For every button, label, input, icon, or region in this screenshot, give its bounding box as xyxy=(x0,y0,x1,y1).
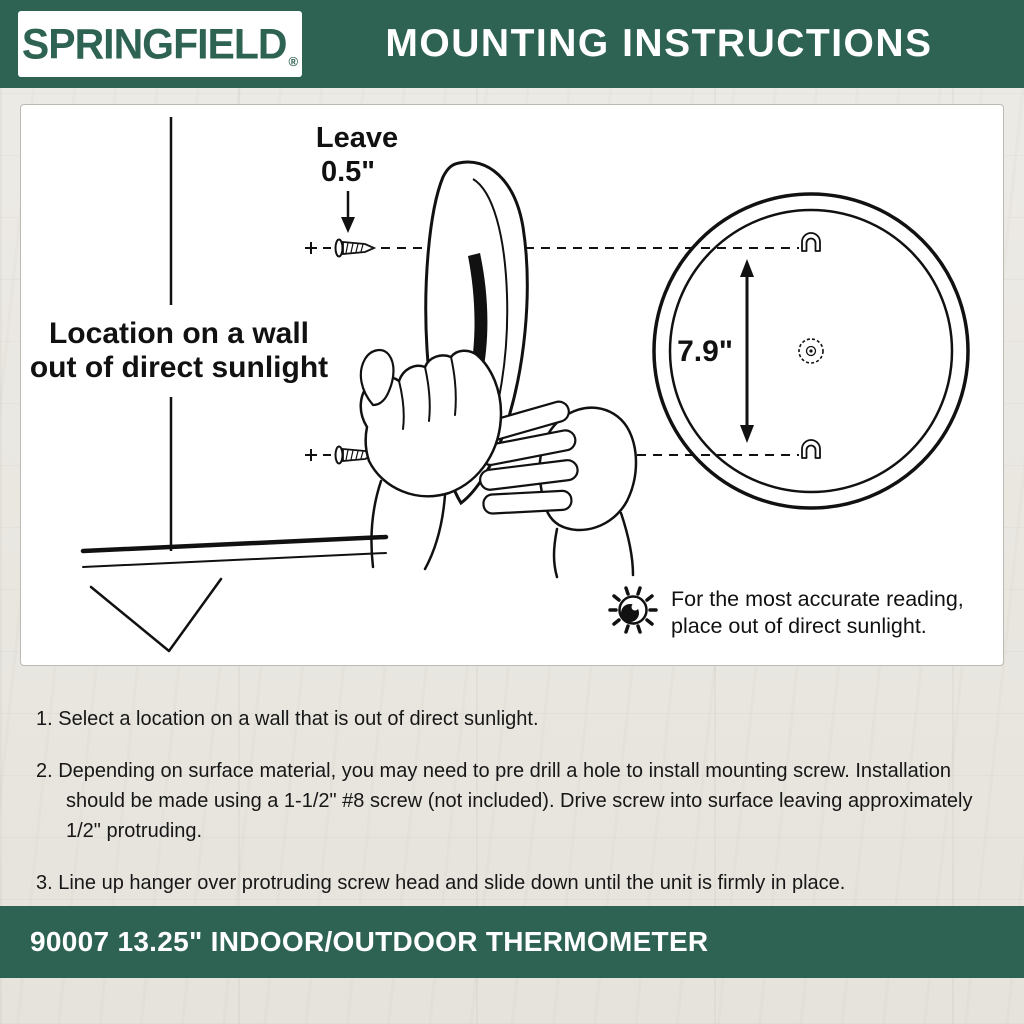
page-title: MOUNTING INSTRUCTIONS xyxy=(385,22,933,65)
leave-value: 0.5" xyxy=(321,156,375,188)
instruction-steps: 1. Select a location on a wall that is o… xyxy=(36,704,1002,920)
diagram-panel: Location on a wall out of direct sunligh… xyxy=(20,104,1004,666)
step-2: 2. Depending on surface material, you ma… xyxy=(36,760,973,842)
leave-label: Leave xyxy=(316,122,398,154)
registered-mark: ® xyxy=(288,54,299,69)
mounting-screw-bottom xyxy=(304,445,375,465)
sunlight-note: For the most accurate reading, place out… xyxy=(608,586,964,638)
brand-name: SPRINGFIELD xyxy=(21,19,288,68)
sun-note-line2: place out of direct sunlight. xyxy=(671,614,927,638)
mounting-screw-top xyxy=(304,238,375,258)
leave-gap-callout: Leave 0.5" xyxy=(316,122,398,233)
step-1: 1. Select a location on a wall that is o… xyxy=(36,708,539,730)
sun-icon xyxy=(608,586,658,634)
distance-label: 7.9" xyxy=(677,335,733,368)
location-note: Location on a wall out of direct sunligh… xyxy=(30,317,328,384)
distance-arrow: 7.9" xyxy=(677,259,754,443)
location-line2: out of direct sunlight xyxy=(30,351,328,384)
center-hub xyxy=(798,338,824,364)
springfield-logo: SPRINGFIELD ® xyxy=(18,11,302,77)
step-3: 3. Line up hanger over protruding screw … xyxy=(36,872,846,894)
baseboard-corner xyxy=(80,534,389,653)
product-title: 90007 13.25" INDOOR/OUTDOOR THERMOMETER xyxy=(30,926,709,957)
mounting-diagram: Location on a wall out of direct sunligh… xyxy=(30,117,970,653)
header-bar: SPRINGFIELD ® MOUNTING INSTRUCTIONS xyxy=(0,0,1024,88)
leave-arrowhead xyxy=(341,217,355,233)
footer-bar: 90007 13.25" INDOOR/OUTDOOR THERMOMETER xyxy=(0,906,1024,978)
location-line1: Location on a wall xyxy=(49,317,309,350)
right-hand-illustration xyxy=(479,400,638,579)
left-hand-illustration xyxy=(359,349,503,571)
sun-note-line1: For the most accurate reading, xyxy=(671,587,964,611)
